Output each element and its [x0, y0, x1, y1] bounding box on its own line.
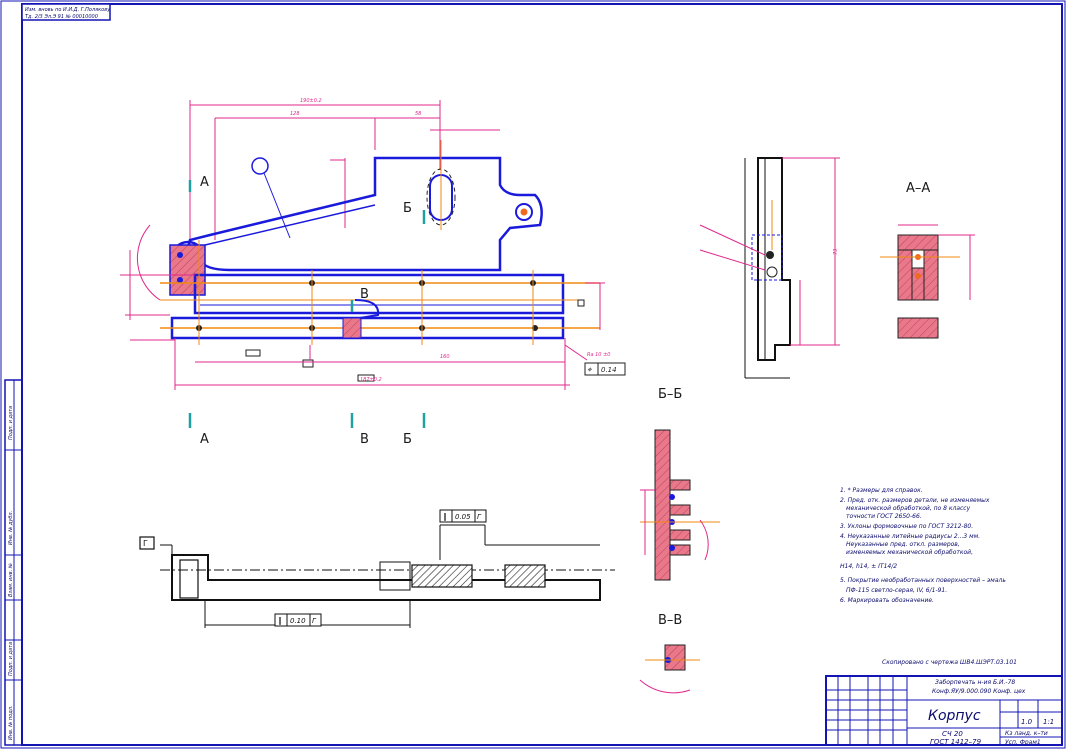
section-v-v: В–В — [639, 613, 700, 694]
dim-overall-top: 190±0.2 — [300, 98, 322, 104]
replaced-line-1: Заборпечать н-ия Б.И.-78 — [935, 679, 1015, 686]
cut-label-a-top: А — [200, 175, 209, 190]
side-view: 73 — [699, 157, 840, 379]
svg-text:∥: ∥ — [443, 512, 447, 521]
stamp-line-2: Тд. 2/3 Эл.Э 91 № 00010000 — [25, 14, 98, 20]
tolerance-frame-top: ∥ 0.05 Г — [439, 509, 487, 523]
material-line-1: СЧ 20 — [942, 730, 963, 738]
tol-position-value: 0.14 — [601, 366, 617, 374]
note-line-2: 2. Пред. отк. размеров детали, не изменя… — [840, 497, 990, 504]
tol-top-datum: Г — [477, 513, 482, 521]
cut-label-b-top: Б — [403, 201, 412, 216]
cut-label-b-bottom: Б — [403, 432, 412, 447]
bottom-dimensions — [120, 224, 605, 390]
note-line-9: H14, h14, ± IT14/2 — [840, 563, 897, 570]
material-line-2: ГОСТ 1412–79 — [930, 738, 982, 746]
side-stamp-2: Инв. № дубл. — [8, 511, 14, 545]
cut-markers — [188, 180, 426, 428]
datum-label: Г — [143, 539, 148, 548]
tol-bottom-datum: Г — [312, 617, 317, 625]
inner-frame — [21, 3, 1063, 746]
note-line-7: Неуказанные пред. откл. размеров, — [846, 541, 960, 548]
dim-slot-length: 160 — [440, 354, 450, 360]
tol-top-value: 0.05 — [455, 513, 471, 521]
technical-notes: 1. * Размеры для справок. 2. Пред. отк. … — [840, 487, 1006, 604]
side-stamp-1: Подп. и дата — [8, 406, 14, 440]
top-dimensions — [189, 100, 500, 250]
bottom-view: Г ∥ 0.05 Г ∥ 0.10 Г — [139, 509, 615, 628]
roughness-note: Ra 10 ±0 — [587, 352, 610, 358]
note-line-12: 6. Маркировать обозначение. — [840, 597, 934, 604]
note-line-4: точности ГОСТ 2650-66. — [846, 513, 922, 520]
tolerance-frame-bottom: ∥ 0.10 Г — [274, 613, 322, 627]
note-line-6: 4. Неуказанные литейные радиусы 2...3 мм… — [840, 533, 980, 540]
side-view-height: 73 — [833, 249, 839, 255]
title-extra-2: Усп. Фрам1 — [1005, 739, 1041, 746]
mass-value: 1.0 — [1021, 718, 1033, 726]
note-line-10: 5. Покрытие необработанных поверхностей … — [840, 577, 1006, 584]
dim-top-128: 128 — [290, 111, 300, 117]
top-left-stamp: Изм. вновь по И.И.Д. Г.Полякову Тд. 2/3 … — [21, 3, 111, 21]
side-stamp-5: Инв. № подл. — [8, 706, 14, 741]
part-name: Корпус — [928, 708, 981, 724]
section-b-b-title: Б–Б — [658, 387, 682, 402]
position-tolerance-frame: ⌖ 0.14 — [584, 362, 626, 376]
note-line-8: изменяемых механической обработкой, — [846, 549, 973, 556]
tol-bottom-value: 0.10 — [290, 617, 306, 625]
note-line-5: 3. Уклоны формовочные по ГОСТ 3212-80. — [840, 523, 973, 530]
main-view: 190±0.2 128 58 — [120, 98, 626, 447]
side-stamp-3: Взам. инв. № — [8, 563, 14, 597]
dim-top-58: 58 — [415, 111, 421, 117]
cut-label-v-top: В — [360, 287, 369, 302]
cut-label-v-bottom: В — [360, 432, 369, 447]
title-block: Заборпечать н-ия Б.И.-78 Конф.ЯУ/9.000.0… — [825, 675, 1063, 746]
replaced-line-2: Конф.ЯУ/9.000.090 Конф. цех — [932, 688, 1026, 695]
stamp-line-1: Изм. вновь по И.И.Д. Г.Полякову — [25, 7, 111, 13]
svg-text:∥: ∥ — [278, 616, 282, 625]
section-a-a: А–А — [880, 181, 975, 339]
svg-text:⌖: ⌖ — [587, 365, 593, 374]
dim-overall-bottom: 187±0.2 — [360, 377, 382, 383]
cut-label-a-bottom: А — [200, 432, 209, 447]
copied-note: Скопировано с чертежа ШВ4.ШЭРТ.03.101 — [882, 659, 1017, 666]
left-side-stamps: Подп. и дата Инв. № дубл. Взам. инв. № П… — [4, 379, 23, 746]
boss-section — [169, 244, 206, 296]
note-line-1: 1. * Размеры для справок. — [840, 487, 923, 494]
note-line-3: механической обработкой, по 8 классу — [846, 505, 971, 512]
note-line-11: ПФ-115 светло-серая, IV, 6/1-91. — [846, 587, 947, 594]
section-a-a-title: А–А — [906, 181, 930, 196]
title-extra-1: Кз ланд. к–ти — [1005, 730, 1048, 737]
section-b-b: Б–Б — [640, 387, 720, 581]
upper-rail — [193, 273, 565, 315]
side-stamp-4: Подп. и дата — [8, 642, 14, 676]
section-v-v-title: В–В — [658, 613, 682, 628]
bracket-outline — [183, 156, 543, 272]
scale-value: 1:1 — [1043, 718, 1054, 726]
